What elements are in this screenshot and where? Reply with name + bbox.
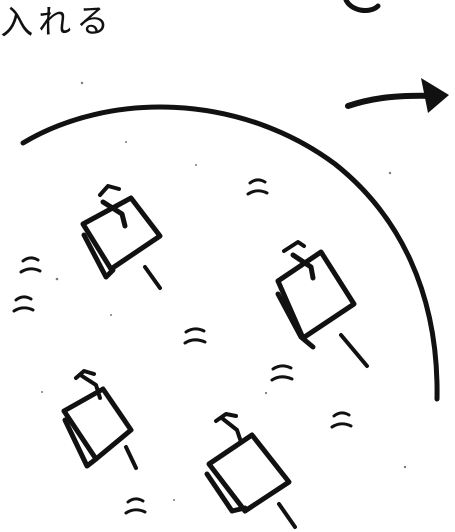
heat-mark-icon [248, 180, 267, 194]
caption-text: 入れる [0, 4, 114, 39]
steaming-cup-icon [278, 242, 367, 366]
heat-mark-icon [272, 366, 292, 380]
steaming-cup-icon [83, 186, 160, 288]
steaming-cup-icon [207, 414, 295, 527]
paper-specks [41, 82, 406, 501]
heat-mark-icon [126, 499, 145, 513]
heat-mark-icon [332, 413, 351, 427]
steaming-cup-icon [64, 371, 136, 468]
arrow-icon [348, 78, 449, 113]
heat-mark-icon [21, 258, 40, 272]
heat-mark-icon [185, 329, 205, 343]
top-loop-fragment [346, 0, 378, 11]
heat-marks [14, 180, 351, 513]
arc-line [23, 107, 437, 399]
heat-mark-icon [14, 297, 33, 311]
